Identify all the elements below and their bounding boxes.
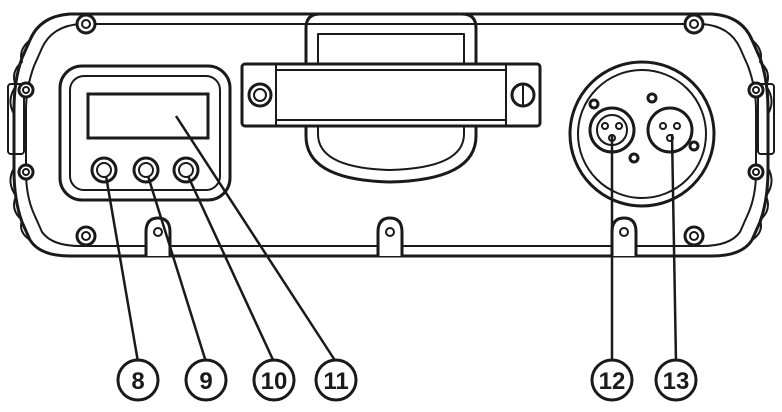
- svg-text:9: 9: [199, 368, 212, 395]
- control-panel: [58, 64, 232, 202]
- screw-icon: [747, 81, 765, 99]
- leader-13: [670, 133, 678, 363]
- dmx-out-connector[interactable]: [646, 106, 694, 154]
- handle-clamp: [240, 62, 542, 128]
- callout-11: 11: [314, 358, 358, 402]
- screw-icon: [683, 13, 705, 35]
- screw-icon: [510, 82, 536, 108]
- screw-icon: [17, 163, 35, 181]
- callout-13: 13: [654, 358, 698, 402]
- device-housing: [7, 12, 775, 258]
- mounting-tabs: [144, 216, 638, 256]
- callout-12: 12: [590, 358, 634, 402]
- screw-icon: [75, 13, 97, 35]
- menu-button[interactable]: [90, 156, 118, 184]
- callout-9: 9: [184, 358, 228, 402]
- svg-text:11: 11: [323, 368, 348, 395]
- carry-handle: [304, 12, 478, 184]
- lcd-display: [86, 92, 210, 140]
- dmx-in-connector[interactable]: [588, 106, 636, 154]
- leader-9: [146, 175, 208, 363]
- corner-screws: [17, 13, 765, 247]
- screw-icon: [747, 163, 765, 181]
- screw-icon: [683, 225, 705, 247]
- svg-text:10: 10: [261, 368, 288, 395]
- up-button[interactable]: [132, 156, 160, 184]
- leader-lines: [104, 115, 678, 363]
- leader-8: [104, 175, 140, 363]
- svg-text:8: 8: [131, 368, 144, 395]
- screw-icon: [247, 82, 273, 108]
- svg-text:13: 13: [663, 368, 690, 395]
- leader-10: [186, 175, 276, 363]
- screw-icon: [75, 225, 97, 247]
- down-button[interactable]: [172, 156, 200, 184]
- svg-text:12: 12: [599, 368, 626, 395]
- callout-8: 8: [116, 358, 160, 402]
- leader-11: [174, 115, 338, 363]
- callout-10: 10: [252, 358, 296, 402]
- dmx-connector-plate: [568, 60, 716, 208]
- screw-icon: [17, 81, 35, 99]
- callouts: 8 9 10 11 12 13: [116, 358, 698, 402]
